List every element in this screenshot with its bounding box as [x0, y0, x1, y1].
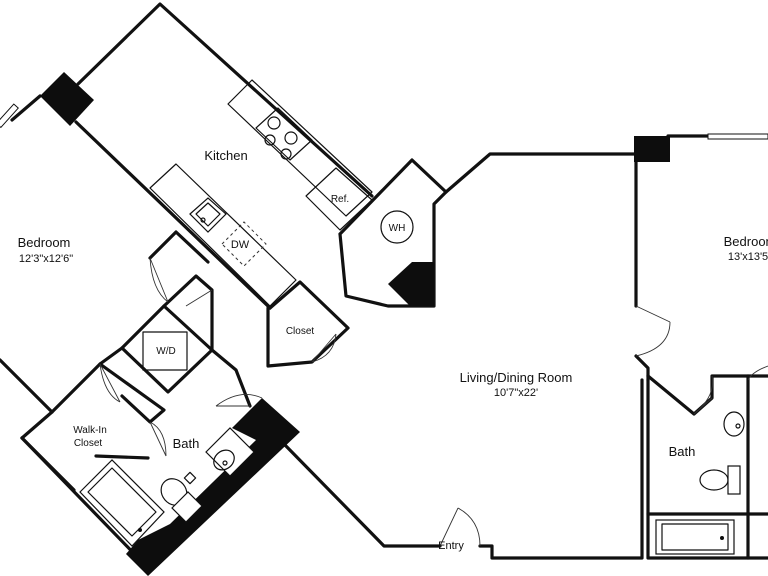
- pillar-kitchen: [40, 72, 94, 126]
- windows: [0, 103, 768, 140]
- door-bedroom-right: [635, 305, 671, 357]
- hall-wall: [162, 274, 214, 352]
- living-bottom-diagonal-wall: [282, 442, 442, 548]
- living-top-wall: [444, 152, 638, 308]
- door-right-edge: [747, 365, 768, 381]
- toilet-tank-left: [171, 491, 203, 523]
- doors: [99, 257, 768, 547]
- kitchen-sink: [189, 197, 227, 233]
- door-bath-left: [149, 421, 167, 457]
- sink-drain: [200, 217, 206, 223]
- window-left-bedroom: [0, 103, 19, 129]
- entry-label: Entry: [438, 540, 464, 552]
- bath-right-label: Bath: [669, 444, 696, 459]
- bath-left-divider: [94, 454, 150, 460]
- door-entry: [439, 507, 481, 547]
- bedroom-left-upper-wall: [10, 94, 42, 122]
- living-bottom-wall: [478, 378, 644, 560]
- sink-right-drain: [735, 423, 741, 429]
- kitchen-upper-counter: [227, 79, 373, 217]
- labels: Kitchen Bedroom 12'3"x12'6" Bedroom 13'x…: [18, 148, 768, 552]
- hall-upper-wall: [148, 230, 210, 264]
- sink-right: [723, 411, 745, 437]
- walkin-label-line1: Walk-In: [73, 425, 107, 436]
- kitchen-lower-counter: [149, 163, 297, 307]
- bathtub-left: [79, 459, 165, 547]
- washer-dryer-label: W/D: [156, 346, 175, 357]
- bathtub-right-inner: [661, 523, 729, 551]
- walkin-walls: [50, 346, 124, 414]
- water-heater: [380, 210, 414, 244]
- closet-walls: [266, 280, 350, 368]
- burner-1: [267, 116, 281, 130]
- bedroom-left-lower-wall: [0, 358, 54, 414]
- bath-left-fixtures: [79, 427, 255, 547]
- door-walkin: [99, 363, 121, 403]
- washer-dryer-box: [142, 331, 188, 371]
- wh-chamber-wall: [338, 158, 448, 308]
- pillar-bath-left-thick-wall: [126, 398, 300, 576]
- living-label: Living/Dining Room: [460, 370, 573, 385]
- dishwasher-label: DW: [231, 239, 250, 251]
- tub-drain-left: [138, 528, 142, 532]
- refrigerator-label: Ref.: [331, 194, 349, 205]
- vanity-left: [205, 427, 255, 477]
- bath-right-fixtures: [655, 411, 745, 555]
- closet-label: Closet: [286, 326, 315, 337]
- pillars: [40, 72, 670, 576]
- toilet-right: [699, 469, 729, 491]
- door-bath-entry: [215, 393, 263, 407]
- bedroom-right-size: 13'x13'5": [728, 251, 768, 263]
- sink-left: [213, 449, 235, 471]
- door-closet: [311, 333, 337, 363]
- door-bedroom-left: [149, 257, 169, 303]
- bath-right-inner-wall: [646, 378, 768, 560]
- sink-left-drain: [222, 460, 228, 466]
- bedroom-right-label: Bedroom: [724, 234, 768, 249]
- left-corridor-wall: [20, 410, 54, 440]
- burner-4: [280, 148, 292, 160]
- bath-right-walls: [646, 374, 768, 416]
- refrigerator: [305, 167, 373, 231]
- stove: [255, 107, 313, 161]
- walkin-lower-wall: [98, 362, 166, 424]
- kitchen-label: Kitchen: [204, 148, 247, 163]
- burner-2: [284, 131, 298, 145]
- walkin-bath-divider: [20, 436, 76, 492]
- living-right-lower-wall: [634, 354, 650, 382]
- door-hall: [185, 289, 213, 307]
- bedroom-left-size: 12'3"x12'6": [19, 253, 73, 265]
- bathtub-left-inner: [87, 467, 157, 537]
- water-heater-label: WH: [389, 223, 406, 234]
- bath-left-shelf: [183, 471, 197, 485]
- pillar-right-bedroom: [634, 136, 670, 162]
- dishwasher-outline: [221, 221, 267, 267]
- toilet-tank-right: [727, 465, 741, 495]
- kitchen-fixtures: [149, 79, 373, 307]
- bath-left-label: Bath: [173, 436, 200, 451]
- kitchen-top-wall: [76, 2, 374, 198]
- kitchen-bottom-wall: [74, 120, 272, 310]
- bedroom-left-label: Bedroom: [18, 235, 71, 250]
- door-bath-right: [693, 375, 714, 415]
- window-right-bedroom: [707, 133, 768, 140]
- pillar-wh: [388, 262, 434, 306]
- tub-drain-right: [720, 536, 724, 540]
- walkin-label-line2: Closet: [74, 438, 103, 449]
- living-size: 10'7"x22': [494, 387, 538, 399]
- burner-3: [264, 134, 276, 146]
